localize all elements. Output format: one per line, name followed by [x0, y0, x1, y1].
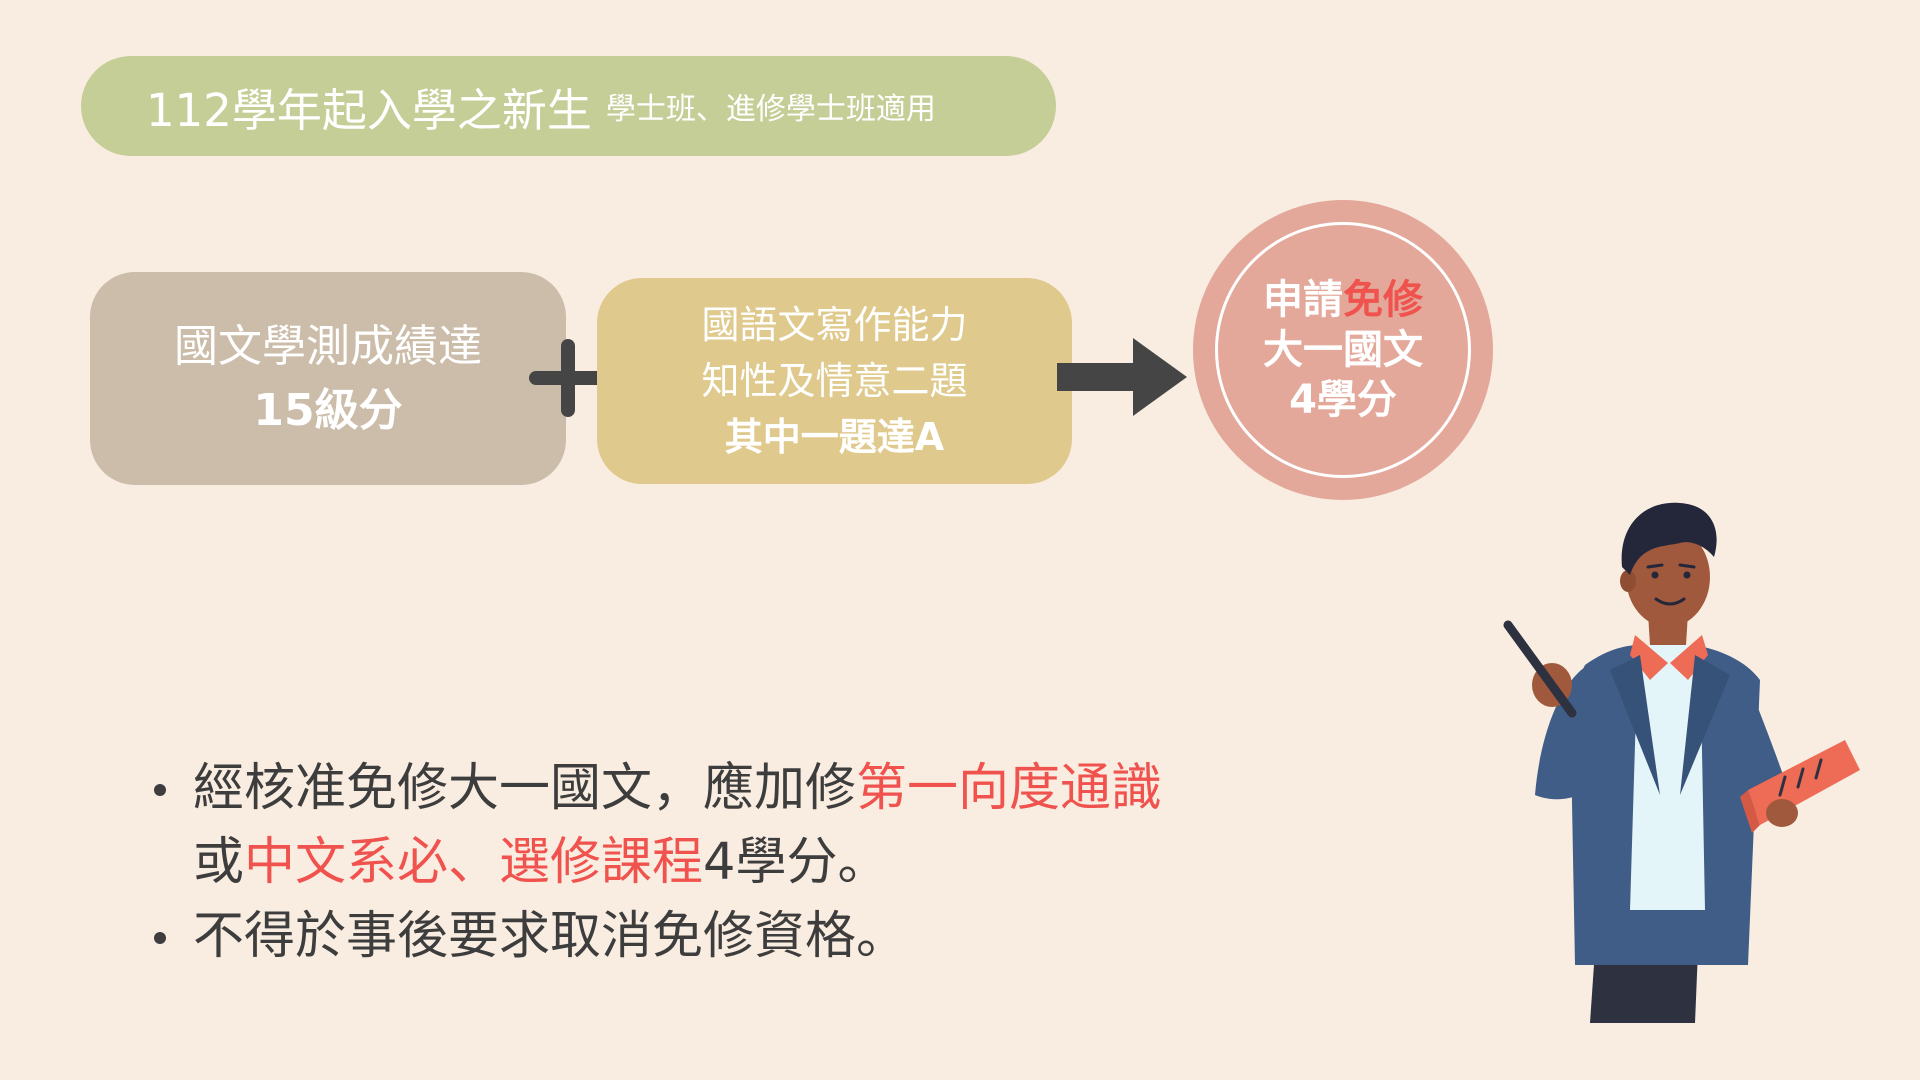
bullet-2-text: 不得於事後要求取消免修資格。: [193, 907, 908, 966]
writing-line-1: 國語文寫作能力: [701, 303, 968, 347]
teacher-illustration: [1503, 502, 1860, 1023]
bullet-item-2: 不得於事後要求取消免修資格。: [150, 900, 1250, 974]
result-exempt-text: 免修: [1343, 277, 1423, 323]
bullet-item-1: 經核准免修大一國文，應加修第一向度通識 或中文系必、選修課程4學分。: [150, 752, 1250, 900]
bullet-dot: [154, 932, 166, 944]
bullet-dot: [154, 784, 166, 796]
plus-icon: [529, 339, 607, 417]
result-line-2: 大一國文: [1263, 327, 1423, 373]
writing-line-3: 其中一題達A: [724, 415, 945, 459]
header-title: 112學年起入學之新生: [146, 83, 592, 137]
result-circle: 申請免修 大一國文 4學分: [1193, 200, 1493, 500]
bullet-1-highlight-a: 第一向度通識: [856, 759, 1163, 818]
result-line-1: 申請免修: [1263, 275, 1423, 325]
result-apply-text: 申請: [1263, 277, 1343, 323]
score-requirement-box: 國文學測成績達 15級分: [90, 272, 566, 485]
bullet-1-text-c: 4學分。: [703, 833, 889, 892]
score-line-1: 國文學測成績達: [174, 320, 482, 372]
result-ring: 申請免修 大一國文 4學分: [1215, 222, 1471, 478]
writing-requirement-box: 國語文寫作能力 知性及情意二題 其中一題達A: [597, 278, 1072, 484]
header-pill: 112學年起入學之新生 學士班、進修學士班適用: [81, 56, 1056, 156]
score-line-2: 15級分: [253, 384, 403, 436]
bullet-1-highlight-b: 中文系必、選修課程: [244, 833, 704, 892]
writing-line-2: 知性及情意二題: [701, 359, 968, 403]
bullet-1-text-b: 或: [193, 833, 245, 892]
result-line-3: 4學分: [1289, 377, 1397, 423]
header-subtitle: 學士班、進修學士班適用: [605, 92, 936, 127]
bullet-1-text-a: 經核准免修大一國文，應加修: [193, 759, 857, 818]
right-arrow-icon: [1057, 338, 1187, 416]
bullet-list: 經核准免修大一國文，應加修第一向度通識 或中文系必、選修課程4學分。 不得於事後…: [150, 752, 1250, 974]
